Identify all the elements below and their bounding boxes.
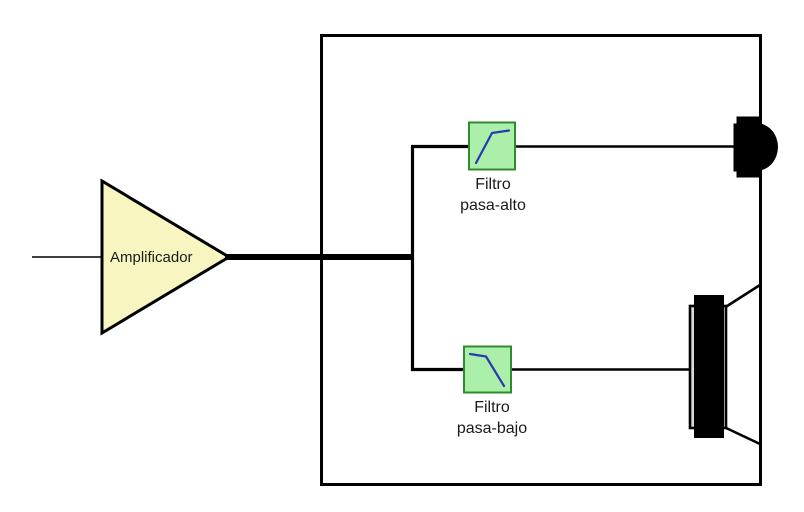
tweeter-driver-icon (733, 108, 778, 190)
amplifier-label: Amplificador (110, 249, 193, 266)
woofer-magnet (694, 295, 724, 438)
high-pass-filter-block (468, 121, 516, 171)
low-pass-filter-block (463, 345, 512, 394)
low-pass-response-icon (468, 352, 506, 388)
tweeter-flange (733, 123, 742, 172)
woofer-cone-bottom-line (723, 425, 761, 446)
high-pass-filter-label-line1: Filtro (475, 176, 511, 193)
high-pass-response-icon (474, 129, 511, 165)
amplifier-block (100, 178, 232, 336)
woofer-driver-icon (688, 283, 762, 446)
low-pass-filter-label-line2: pasa-bajo (457, 420, 527, 437)
low-pass-filter-label-line1: Filtro (474, 399, 510, 416)
woofer-cone-top-line (723, 283, 761, 310)
high-pass-filter-label-line2: pasa-alto (460, 197, 526, 214)
